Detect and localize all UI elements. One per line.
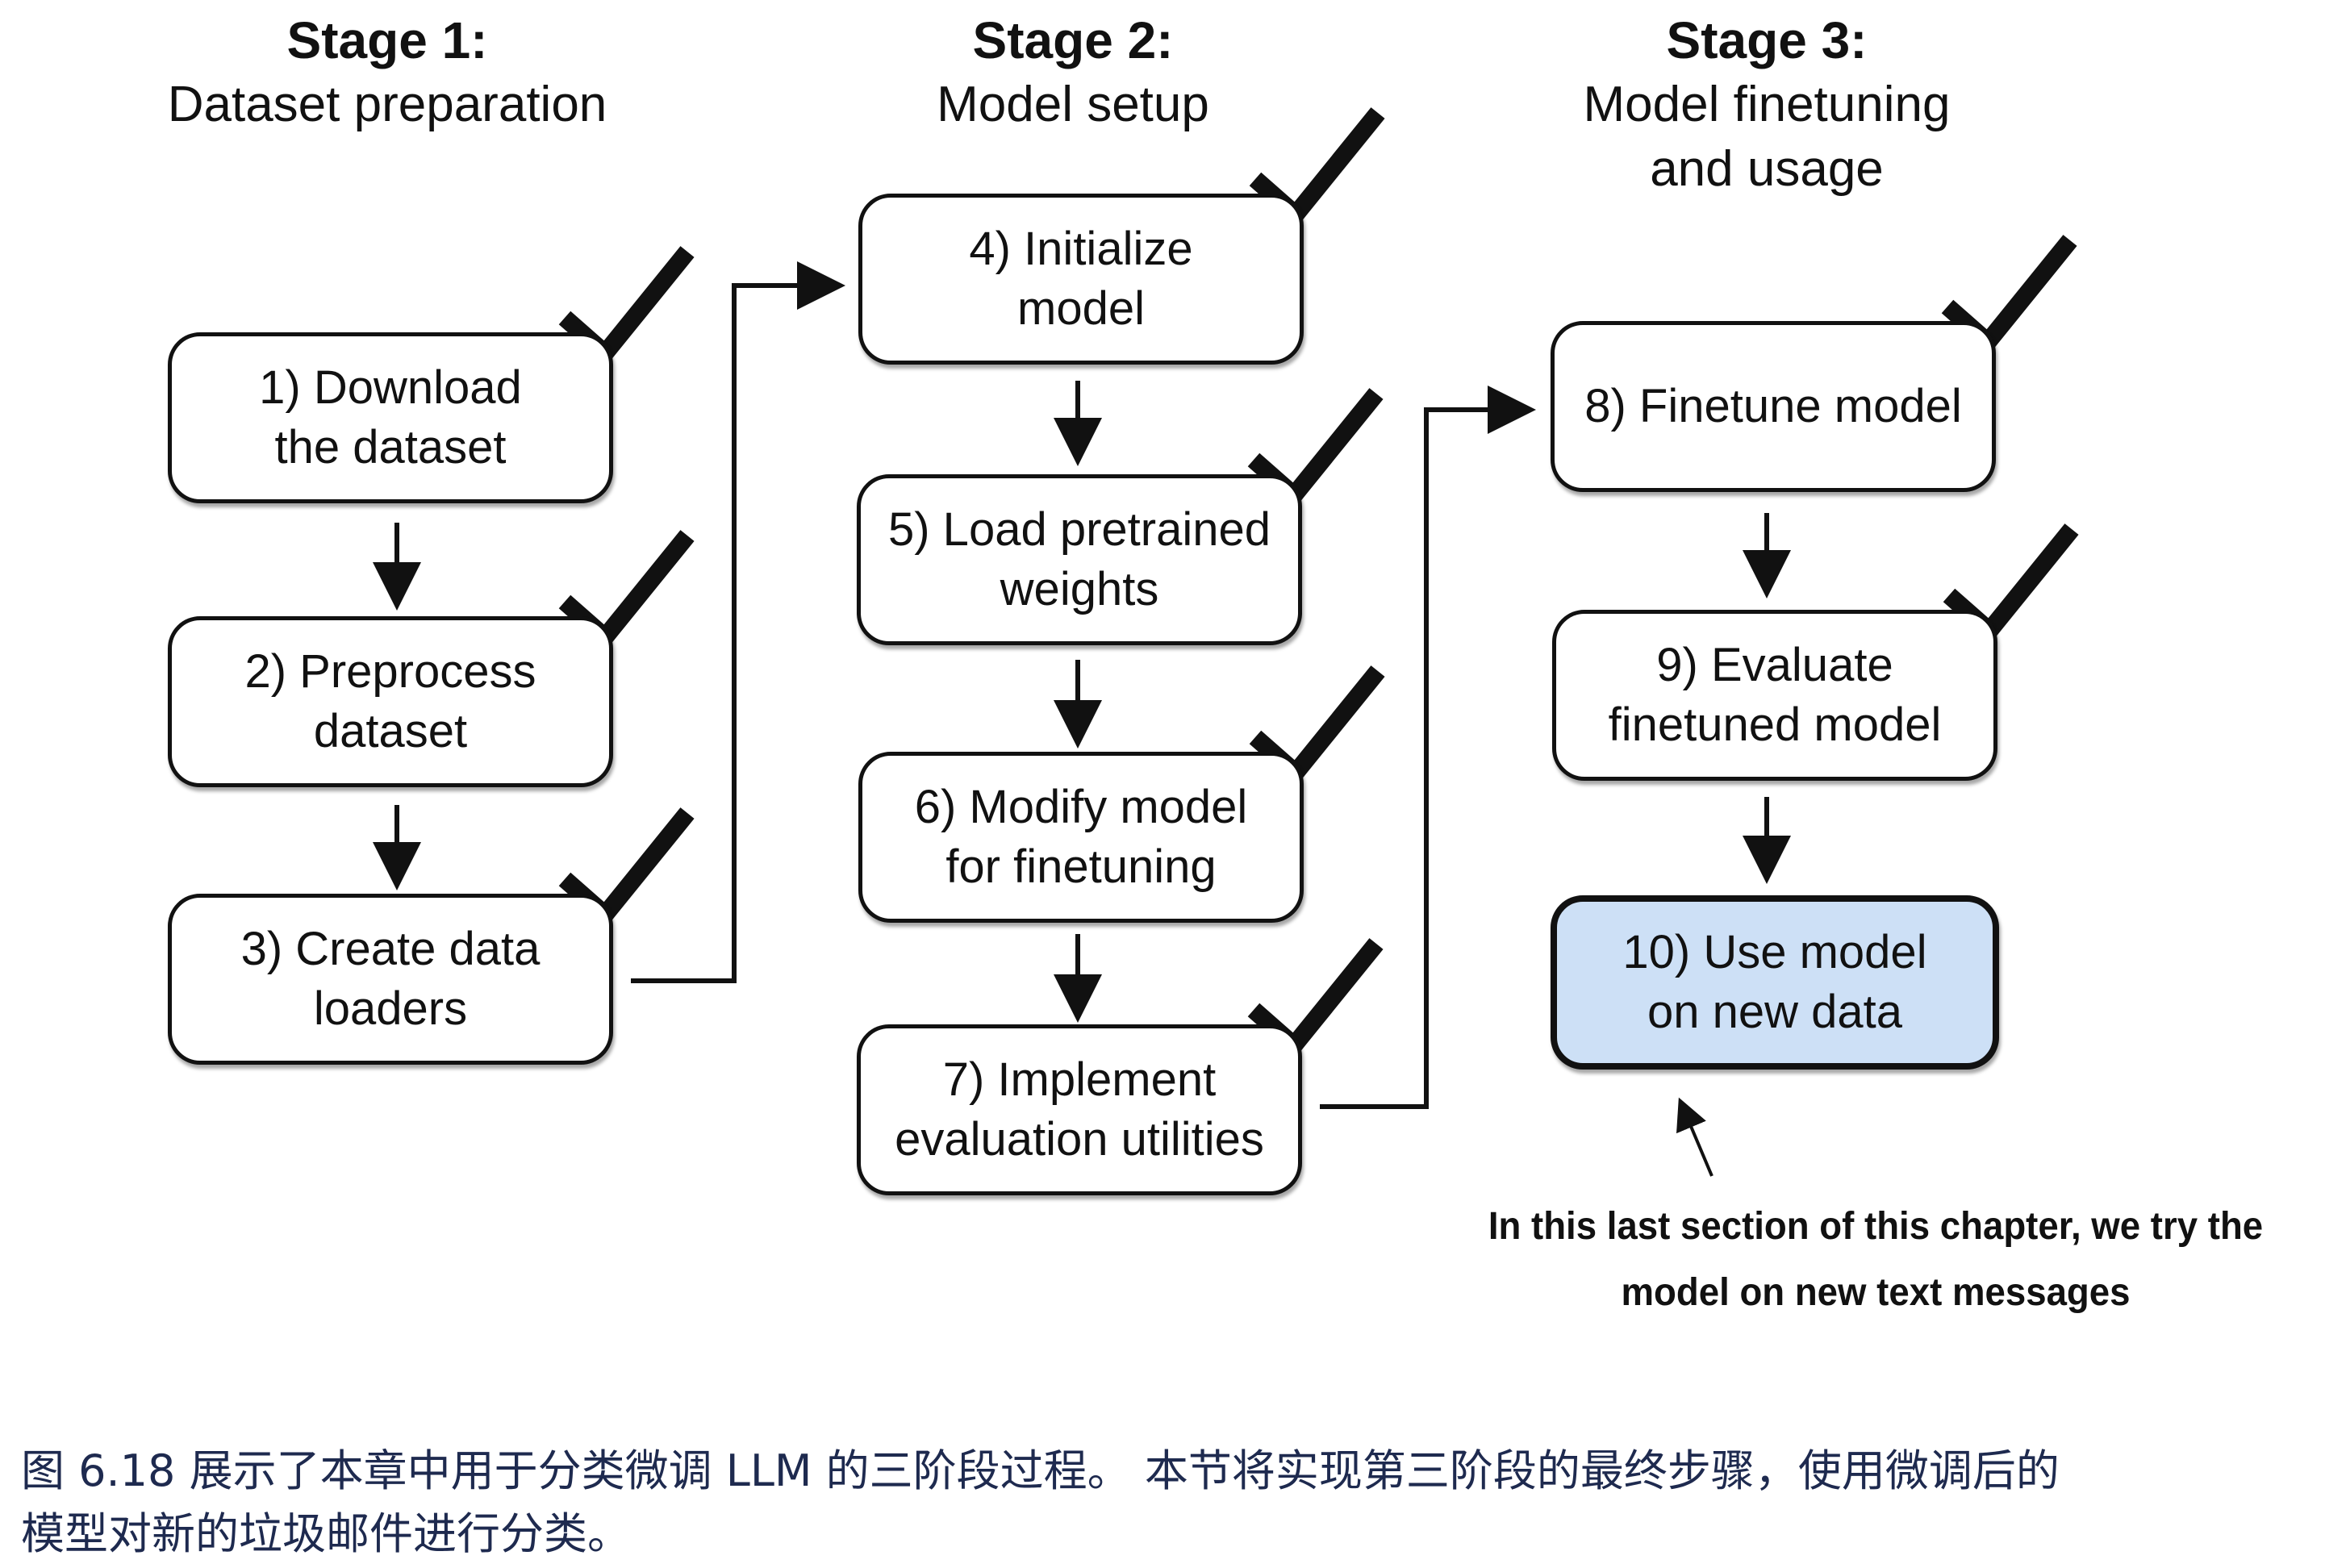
arrow-stage1-to-stage2 (631, 261, 845, 983)
stage-2-title: Stage 2: Model setup (799, 8, 1347, 137)
caption-line-1: 图 6.18 展示了本章中用于分类微调 LLM 的三阶段过程。 本节将实现第三阶… (21, 1445, 2060, 1496)
step-label-line: the dataset (274, 421, 507, 473)
step-label-line: loaders (313, 982, 468, 1035)
step-label-line: 10) Use model (1622, 926, 1927, 978)
step-label-line: 8) Finetune model (1584, 380, 1962, 432)
step-label-line: finetuned model (1608, 699, 1942, 751)
step-1-download-dataset: 1) Download the dataset (168, 332, 613, 503)
step-label-line: weights (1000, 563, 1159, 615)
step-label-line: 1) Download (259, 361, 522, 414)
step-6-modify-model-for-finetuning: 6) Modify model for finetuning (858, 752, 1304, 923)
step-5-load-pretrained-weights: 5) Load pretrained weights (857, 474, 1302, 645)
stage-3-title: Stage 3: Model finetuning and usage (1484, 8, 2049, 202)
annotation-text: In this last section of this chapter, we… (1458, 1194, 2294, 1326)
step-9-evaluate-finetuned-model: 9) Evaluate finetuned model (1552, 610, 1997, 781)
step-label-line: dataset (313, 705, 468, 757)
step-label-line: 7) Implement (942, 1053, 1217, 1106)
step-8-finetune-model: 8) Finetune model (1551, 321, 1996, 492)
stage-3-heading: Stage 3: (1666, 11, 1868, 69)
stage-3-subtitle-line-1: Model finetuning (1583, 77, 1951, 132)
stage-2-heading: Stage 2: (972, 11, 1174, 69)
stage-1-subtitle: Dataset preparation (167, 77, 607, 132)
step-3-create-data-loaders: 3) Create data loaders (168, 894, 613, 1065)
step-10-use-model-on-new-data: 10) Use model on new data (1551, 895, 1999, 1070)
step-label-line: for finetuning (945, 840, 1217, 893)
step-7-implement-evaluation-utilities: 7) Implement evaluation utilities (857, 1024, 1302, 1195)
step-label-line: 5) Load pretrained (888, 503, 1271, 556)
step-2-preprocess-dataset: 2) Preprocess dataset (168, 616, 613, 787)
step-label-line: evaluation utilities (895, 1113, 1264, 1166)
step-label-line: 3) Create data (240, 923, 541, 975)
annotation-line-1: In this last section of this chapter, we… (1488, 1205, 2264, 1248)
step-label-line: 2) Preprocess (244, 645, 536, 698)
step-label-line: model (1017, 282, 1145, 335)
annotation-pointer-arrow (1676, 1097, 1713, 1177)
step-label-line: on new data (1647, 986, 1902, 1038)
step-label-line: 9) Evaluate (1656, 639, 1893, 691)
stage-3-subtitle-line-2: and usage (1650, 141, 1884, 197)
arrow-stage2-to-stage3 (1320, 386, 1536, 1109)
stage-2-subtitle: Model setup (937, 77, 1209, 132)
stage-1-title: Stage 1: Dataset preparation (113, 8, 662, 137)
step-label-line: 6) Modify model (914, 781, 1248, 833)
stage-1-heading: Stage 1: (286, 11, 488, 69)
caption-line-2: 模型对新的垃圾邮件进行分类。 (21, 1508, 631, 1559)
step-label-line: 4) Initialize (969, 223, 1193, 275)
step-4-initialize-model: 4) Initialize model (858, 194, 1304, 365)
annotation-line-2: model on new text messages (1621, 1271, 2131, 1314)
figure-caption: 图 6.18 展示了本章中用于分类微调 LLM 的三阶段过程。 本节将实现第三阶… (21, 1440, 2312, 1566)
